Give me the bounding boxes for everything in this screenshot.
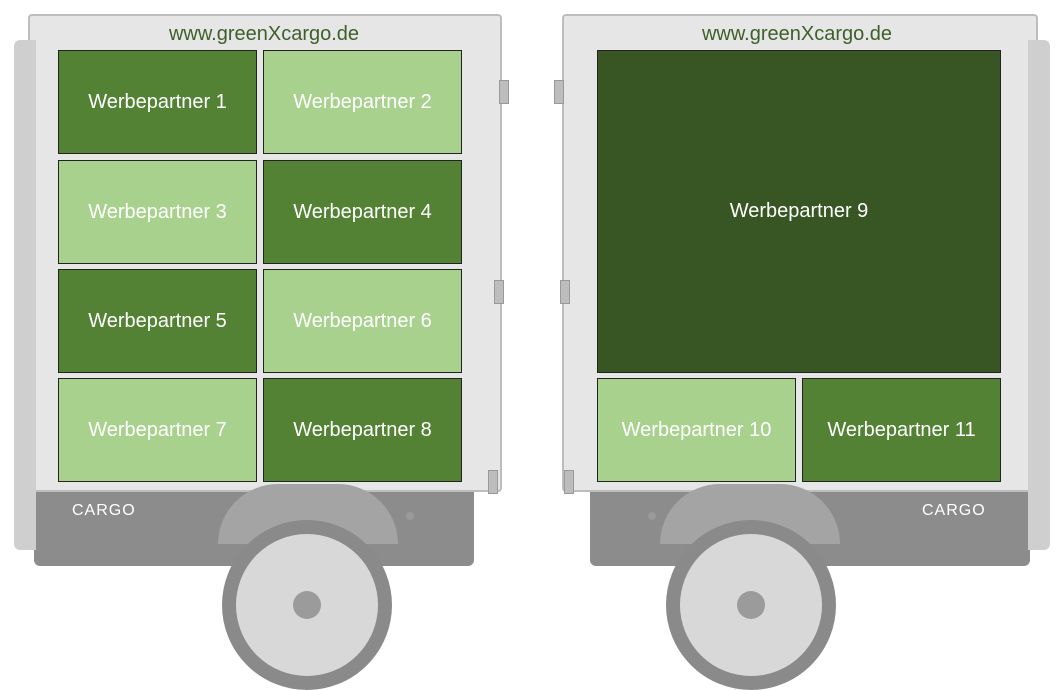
right-url-text: www.greenXcargo.de (701, 23, 893, 45)
tile-werbepartner-9: Werbepartner 9 (597, 50, 1001, 373)
right-brand-logo: CARGO (922, 502, 986, 519)
tile-werbepartner-3: Werbepartner 3 (58, 160, 257, 264)
left-cargo-box: CARGO www.greenXcargo.de Werbepartner 1 … (0, 0, 530, 690)
right-box-side-rail (1028, 40, 1050, 550)
left-hinge-top (499, 80, 509, 104)
tile-werbepartner-1: Werbepartner 1 (58, 50, 257, 154)
right-bolt (648, 512, 656, 520)
left-wheel (222, 520, 392, 690)
left-box-side-rail (14, 40, 36, 550)
tile-werbepartner-2: Werbepartner 2 (263, 50, 462, 154)
right-hinge-top (554, 80, 564, 104)
tile-werbepartner-8: Werbepartner 8 (263, 378, 462, 482)
left-hinge-mid (494, 280, 504, 304)
tile-werbepartner-11: Werbepartner 11 (802, 378, 1001, 482)
tile-werbepartner-4: Werbepartner 4 (263, 160, 462, 264)
right-hinge-bottom (564, 470, 574, 494)
left-hinge-bottom (488, 470, 498, 494)
right-hinge-mid (560, 280, 570, 304)
tile-werbepartner-10: Werbepartner 10 (597, 378, 796, 482)
right-wheel (666, 520, 836, 690)
right-cargo-box: CARGO www.greenXcargo.de Werbepartner 9 … (532, 0, 1062, 690)
tile-werbepartner-6: Werbepartner 6 (263, 269, 462, 373)
tile-werbepartner-5: Werbepartner 5 (58, 269, 257, 373)
left-brand-logo: CARGO (72, 502, 136, 519)
left-bolt (406, 512, 414, 520)
left-url-text: www.greenXcargo.de (168, 23, 360, 45)
tile-werbepartner-7: Werbepartner 7 (58, 378, 257, 482)
